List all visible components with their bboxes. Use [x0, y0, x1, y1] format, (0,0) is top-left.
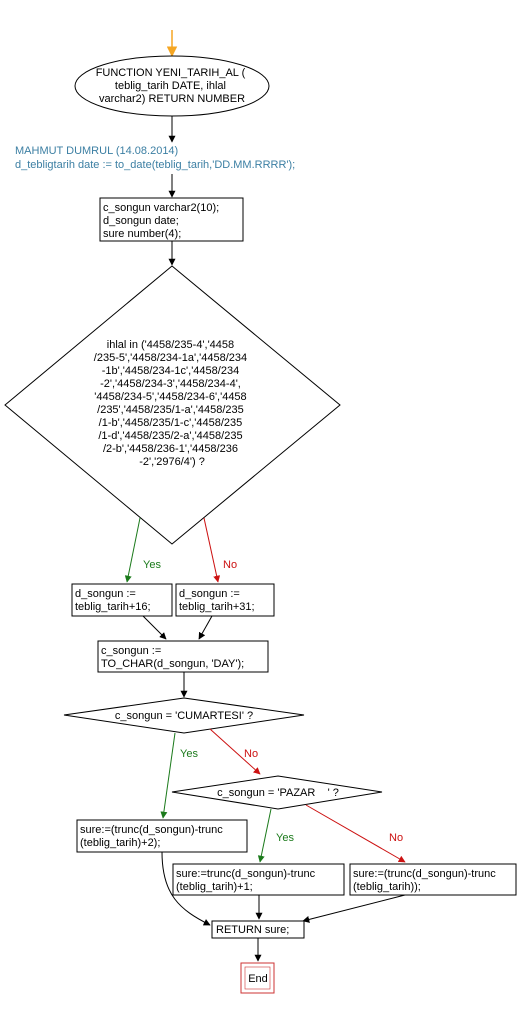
yes-label: Yes [143, 559, 161, 571]
svg-text:d_songun := teblig_tarih+1: d_songun := teblig_tarih+16; [75, 588, 151, 613]
no-branch-3 [305, 804, 406, 863]
declaration-line: sure number(4); [103, 228, 181, 240]
svg-text:c_songun := TO_CHAR(d_song: c_songun := TO_CHAR(d_songun, 'DAY'); [101, 645, 244, 670]
svg-text:sure:=trunc(d_songun)-trunc: sure:=trunc(d_songun)-trunc (teblig_tari… [176, 868, 318, 893]
sure-plus1-line: (teblig_tarih)+1; [176, 881, 253, 893]
to-char-line: c_songun := [101, 645, 161, 657]
connector [142, 615, 167, 640]
decision-cumartesi [63, 697, 305, 734]
svg-text:d_songun := teblig_tarih+3: d_songun := teblig_tarih+31; [179, 588, 255, 613]
assign-yes-line: d_songun := [75, 588, 136, 600]
no-label: No [244, 748, 258, 760]
decision-ihlal [4, 265, 341, 545]
decision-ihlal-line: /1-d','4458/235/2-a','4458/235 [98, 430, 242, 442]
yes-branch-3 [257, 808, 272, 863]
svg-text:c_songun varchar2(10); d_s: c_songun varchar2(10); d_songun date; su… [103, 202, 222, 240]
decision-ihlal-line: /235','4458/235/1-a','4458/235 [97, 404, 244, 416]
no-label: No [223, 559, 237, 571]
function-header-line: FUNCTION YENI_TARIH_AL ( [96, 67, 246, 79]
sure-plain-line: (teblig_tarih)); [353, 881, 421, 893]
comment-line: d_tebligtarih date := to_date(teblig_tar… [15, 159, 295, 171]
decision-pazar-text: c_songun = 'PAZAR ' ? [217, 787, 339, 799]
no-branch-2 [209, 728, 261, 775]
decision-ihlal-line: ihlal in ('4458/235-4','4458 [107, 339, 234, 351]
decision-ihlal-line: -2','2976/4') ? [139, 456, 205, 468]
declaration-line: c_songun varchar2(10); [103, 202, 219, 214]
assign-no-box [175, 583, 275, 617]
assign-no-line: teblig_tarih+31; [179, 601, 255, 613]
to-char-box [97, 640, 269, 673]
sure-plus1-line: sure:=trunc(d_songun)-trunc [176, 868, 316, 880]
decision-ihlal-line: /235-5','4458/234-1a','4458/234 [94, 352, 247, 364]
decision-ihlal-line: /1-b','4458/235/1-c','4458/235 [99, 417, 243, 429]
svg-text:sure:=(trunc(d_songun)-trunc: sure:=(trunc(d_songun)-trunc (teblig_tar… [80, 824, 226, 849]
yes-branch-2 [160, 732, 176, 819]
comment-line: MAHMUT DUMRUL (14.08.2014) [15, 145, 178, 157]
sure-plain-box [349, 863, 517, 896]
decision-ihlal-line: -1b','4458/234-1c','4458/234 [102, 365, 239, 377]
no-branch-1 [203, 517, 221, 583]
yes-branch-1 [124, 517, 141, 583]
decision-ihlal-line: /2-b','4458/236-1','4458/236 [103, 443, 238, 455]
yes-label: Yes [180, 748, 198, 760]
to-char-line: TO_CHAR(d_songun, 'DAY'); [101, 658, 244, 670]
return-text: RETURN sure; [216, 924, 289, 936]
decision-ihlal-line: '4458/234-5','4458/234-6','4458 [94, 391, 246, 403]
assign-yes-box [71, 583, 173, 617]
sure-plus2-line: (teblig_tarih)+2); [80, 837, 160, 849]
decision-cumartesi-text: c_songun = 'CUMARTESI' ? [115, 710, 253, 722]
declaration-line: d_songun date; [103, 215, 179, 227]
yes-label: Yes [276, 832, 294, 844]
end-box-inner [244, 966, 271, 990]
assign-yes-line: teblig_tarih+16; [75, 601, 151, 613]
decision-ihlal-line: -2','4458/234-3','4458/234-4', [100, 378, 241, 390]
connector [302, 894, 406, 923]
svg-text:ihlal in ('4458/235-4','4458: ihlal in ('4458/235-4','4458 /235-5','44… [94, 339, 250, 468]
svg-text:MAHMUT DUMRUL (14.08.2014): MAHMUT DUMRUL (14.08.2014) d_tebligtarih… [15, 145, 295, 171]
end-text: End [248, 973, 268, 985]
connector [161, 851, 211, 926]
function-header-line: varchar2) RETURN NUMBER [99, 93, 245, 105]
assign-no-line: d_songun := [179, 588, 240, 600]
function-header-line: teblig_tarih DATE, ihlal [115, 80, 226, 92]
decision-pazar [171, 775, 383, 810]
end-box [240, 962, 275, 994]
svg-text:FUNCTION YENI_TARIH_AL (: FUNCTION YENI_TARIH_AL ( teblig_tarih DA… [96, 67, 249, 105]
no-label: No [389, 832, 403, 844]
connector [198, 615, 213, 640]
sure-plus2-line: sure:=(trunc(d_songun)-trunc [80, 824, 223, 836]
sure-plain-line: sure:=(trunc(d_songun)-trunc [353, 868, 496, 880]
svg-text:sure:=(trunc(d_songun)-trunc: sure:=(trunc(d_songun)-trunc (teblig_tar… [353, 868, 499, 893]
sure-plus2-box [76, 819, 248, 853]
